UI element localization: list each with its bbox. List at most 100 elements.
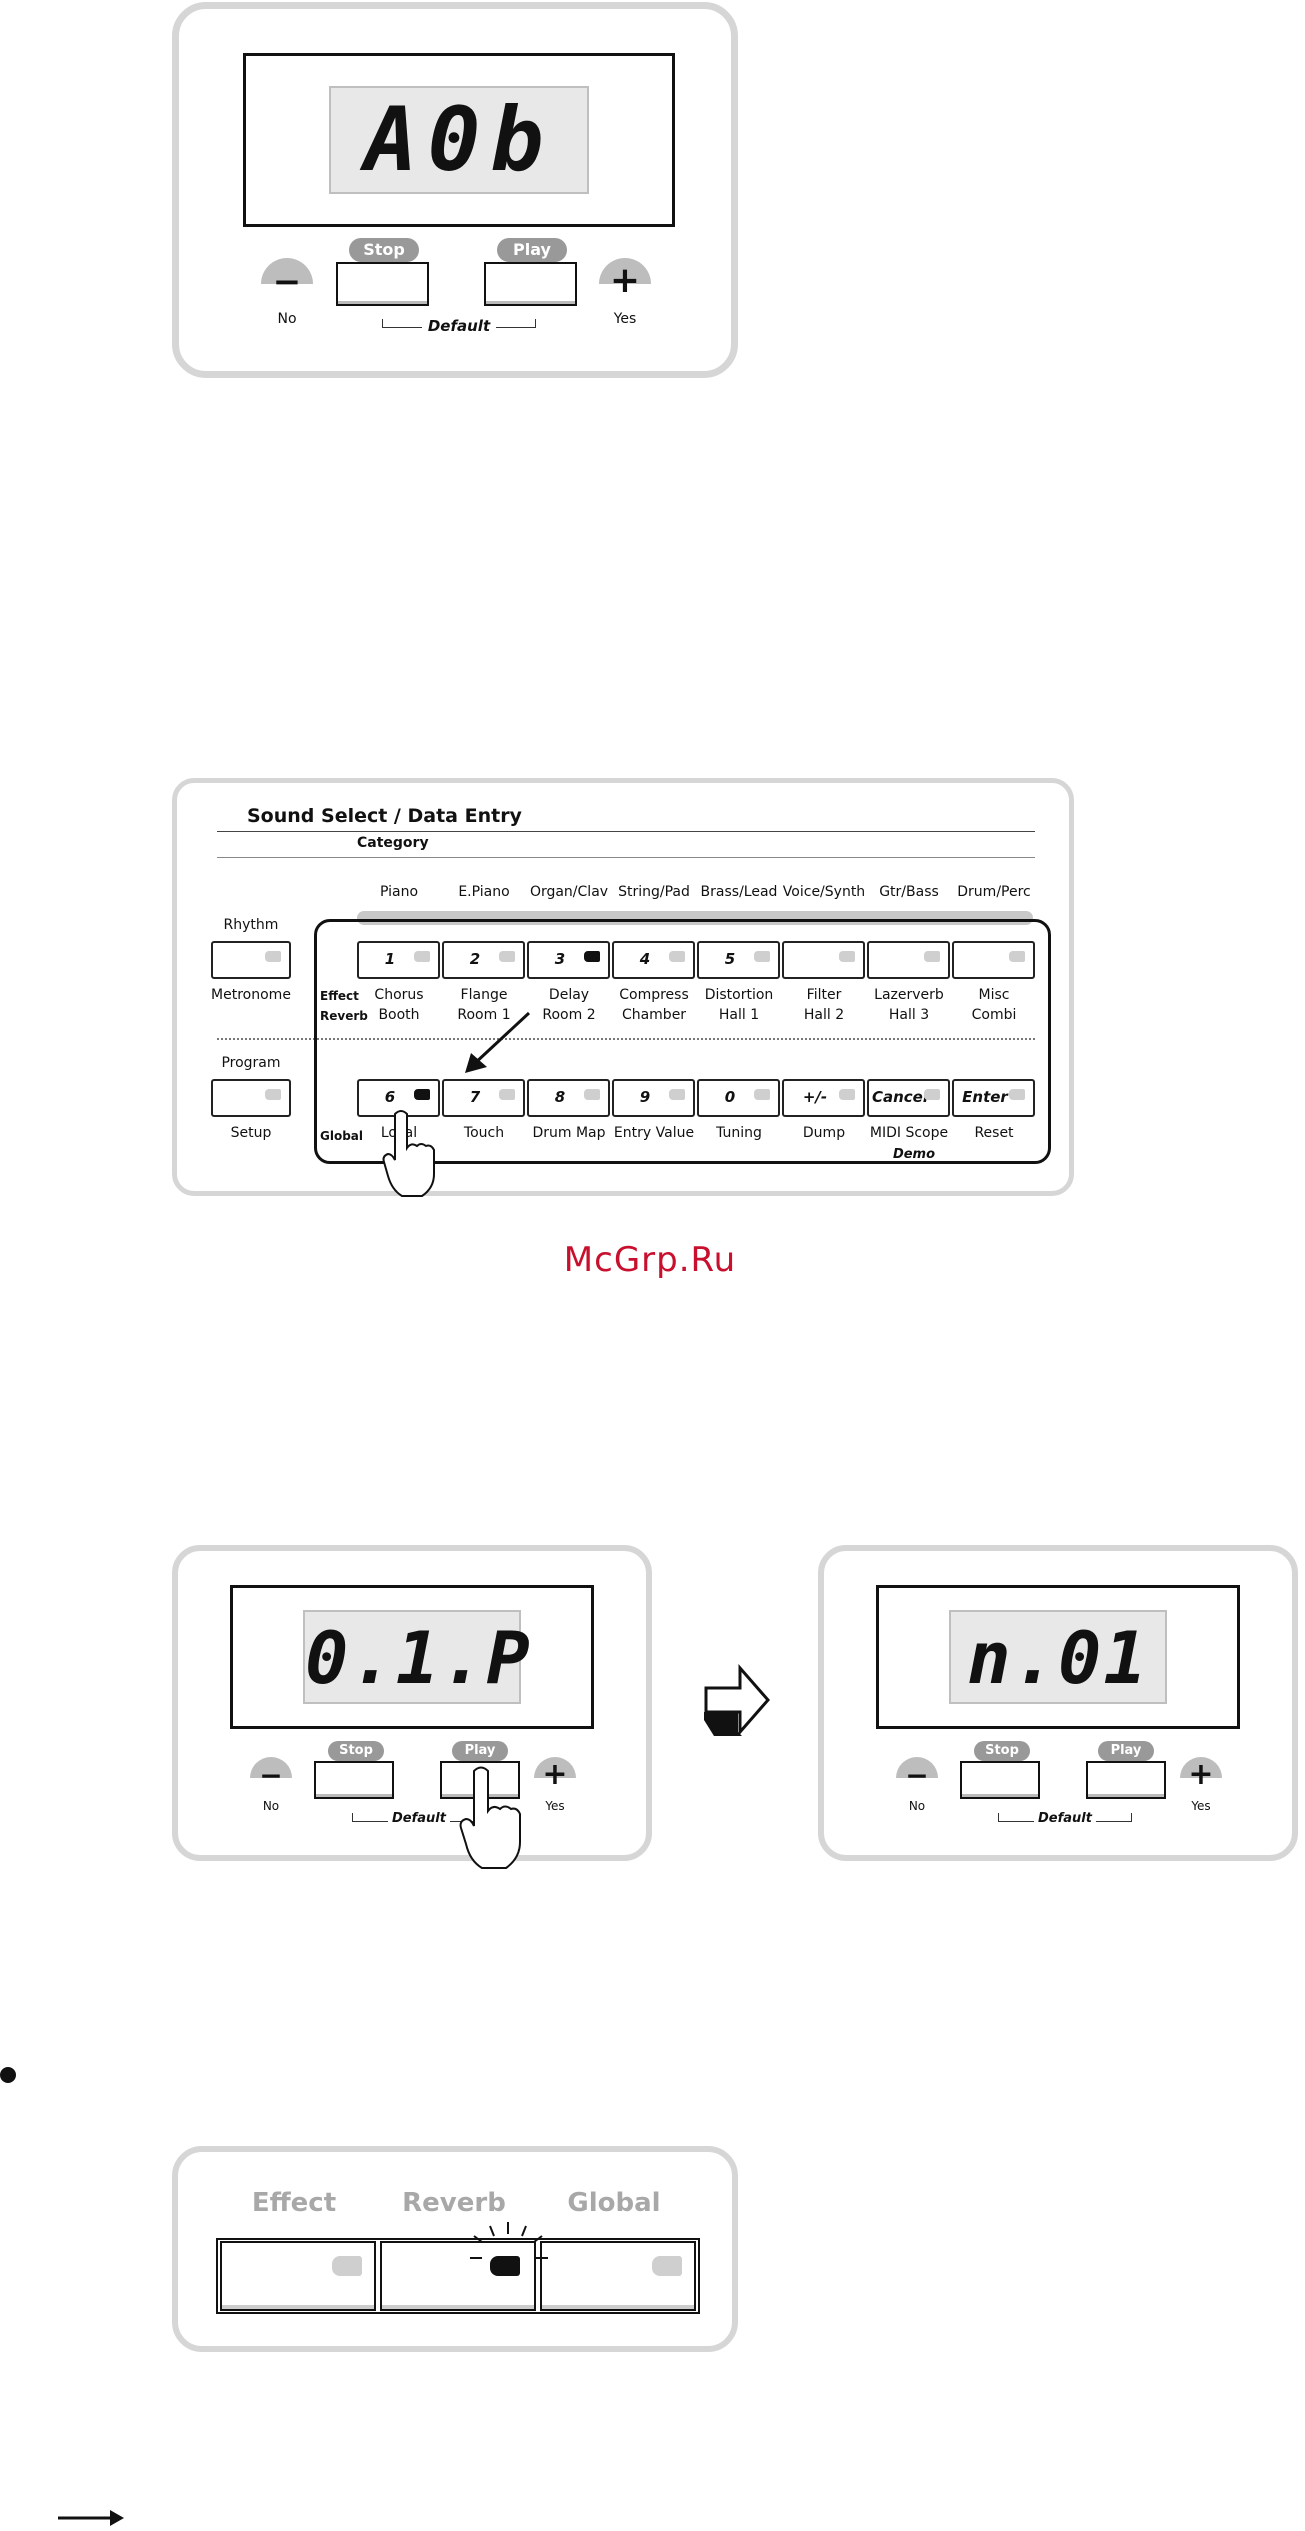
lcd-frame: 0.1.P <box>230 1585 594 1729</box>
led-icon <box>652 2256 682 2276</box>
number-button-row2-1[interactable]: 7 <box>442 1079 525 1117</box>
lcd-display: n.01 <box>949 1610 1167 1704</box>
category-label: Category <box>357 835 429 851</box>
next-arrow-icon <box>704 1664 770 1736</box>
play-tag: Play <box>497 238 567 262</box>
right-arrow-icon <box>58 2510 124 2526</box>
reverb-name-7: Combi <box>971 1007 1017 1023</box>
reverb-name-0: Booth <box>378 1007 420 1023</box>
reverb-button[interactable] <box>380 2241 536 2311</box>
number-button-label: 6 <box>384 1088 396 1106</box>
led-icon <box>265 951 281 962</box>
default-bracket-left <box>352 1813 353 1821</box>
plus-button[interactable]: + <box>599 258 651 310</box>
number-button-row2-3[interactable]: 9 <box>612 1079 695 1117</box>
default-bracket-line-right <box>1096 1821 1132 1822</box>
watermark: McGrp.Ru <box>563 1240 737 1280</box>
number-button-row1-0[interactable]: 1 <box>357 941 440 979</box>
lcd-readout: A0b <box>364 88 554 191</box>
metronome-label: Metronome <box>211 987 291 1003</box>
led-icon <box>839 951 855 962</box>
minus-button[interactable]: − <box>896 1757 938 1799</box>
no-label: No <box>277 311 297 327</box>
minus-button[interactable]: − <box>250 1757 292 1799</box>
led-icon <box>265 1089 281 1100</box>
play-button[interactable] <box>484 262 577 306</box>
program-button[interactable] <box>211 1079 291 1117</box>
number-button-row2-0[interactable]: 6 <box>357 1079 440 1117</box>
number-button-row1-5[interactable] <box>782 941 865 979</box>
number-button-label: 0 <box>724 1088 736 1106</box>
minus-icon: − <box>905 1759 929 1792</box>
number-button-row2-4[interactable]: 0 <box>697 1079 780 1117</box>
number-button-row2-7[interactable]: Enter <box>952 1079 1035 1117</box>
led-icon <box>490 2256 520 2276</box>
play-button[interactable] <box>1086 1761 1166 1799</box>
dotted-divider <box>217 1038 1035 1040</box>
highlight-frame <box>314 919 1051 1164</box>
number-button-row1-7[interactable] <box>952 941 1035 979</box>
number-button-row1-6[interactable] <box>867 941 950 979</box>
global-button[interactable] <box>540 2241 696 2311</box>
lcd-display: A0b <box>329 86 589 194</box>
no-label: No <box>908 1799 926 1813</box>
effect-button[interactable] <box>220 2241 376 2311</box>
setup-label: Setup <box>230 1125 272 1141</box>
lcd-display: 0.1.P <box>303 1610 530 1704</box>
reverb-name-5: Hall 2 <box>803 1007 845 1023</box>
number-button-row2-2[interactable]: 8 <box>527 1079 610 1117</box>
category-2: Organ/Clav <box>529 884 609 900</box>
minus-icon: − <box>259 1759 283 1792</box>
led-icon <box>839 1089 855 1100</box>
default-bracket-right <box>535 319 536 327</box>
effect-name-1: Flange <box>460 987 508 1003</box>
category-5: Voice/Synth <box>782 884 866 900</box>
effect-name-6: Lazerverb <box>874 987 944 1003</box>
number-button-row1-4[interactable]: 5 <box>697 941 780 979</box>
number-button-label: 1 <box>384 950 396 968</box>
led-icon <box>754 1089 770 1100</box>
number-button-label: +/- <box>802 1088 828 1106</box>
no-label: No <box>262 1799 280 1813</box>
effect-reverb-global-panel: Effect Reverb Global <box>172 2146 738 2352</box>
stop-button[interactable] <box>336 262 429 306</box>
global-name-5: Dump <box>802 1125 846 1141</box>
button-strip-frame <box>216 2238 700 2314</box>
plus-icon: + <box>1188 1757 1214 1792</box>
plus-button[interactable]: + <box>1180 1757 1222 1799</box>
yes-label: Yes <box>545 1799 565 1813</box>
default-bracket-left <box>998 1813 999 1821</box>
plus-button[interactable]: + <box>534 1757 576 1799</box>
lcd-readout: n.01 <box>967 1616 1149 1700</box>
led-icon <box>414 951 430 962</box>
led-icon <box>1009 951 1025 962</box>
led-icon <box>332 2256 362 2276</box>
number-button-row1-3[interactable]: 4 <box>612 941 695 979</box>
effect-name-4: Distortion <box>704 987 774 1003</box>
effect-name-5: Filter <box>806 987 842 1003</box>
program-label: Program <box>221 1055 281 1071</box>
default-bracket-line-left <box>352 1821 388 1822</box>
number-button-row2-5[interactable]: +/- <box>782 1079 865 1117</box>
global-label: Global <box>320 1129 364 1143</box>
number-button-row1-2[interactable]: 3 <box>527 941 610 979</box>
stop-button[interactable] <box>314 1761 394 1799</box>
play-tag: Play <box>452 1741 508 1761</box>
lcd-frame: n.01 <box>876 1585 1240 1729</box>
minus-button[interactable]: − <box>261 258 313 310</box>
default-bracket-line-left <box>998 1821 1034 1822</box>
arrow-icon <box>465 1011 531 1073</box>
default-bracket-line-left <box>382 327 422 328</box>
number-button-row1-1[interactable]: 2 <box>442 941 525 979</box>
led-icon <box>584 1089 600 1100</box>
number-button-label: 7 <box>469 1088 481 1106</box>
stop-button[interactable] <box>960 1761 1040 1799</box>
demo-label: Demo <box>892 1147 936 1162</box>
rhythm-button[interactable] <box>211 941 291 979</box>
number-button-label: 4 <box>639 950 651 968</box>
number-button-label: 5 <box>724 950 736 968</box>
number-button-label: 9 <box>639 1088 651 1106</box>
plus-icon: + <box>542 1757 568 1792</box>
number-button-row2-6[interactable]: Cancel <box>867 1079 950 1117</box>
category-4: Brass/Lead <box>700 884 778 900</box>
